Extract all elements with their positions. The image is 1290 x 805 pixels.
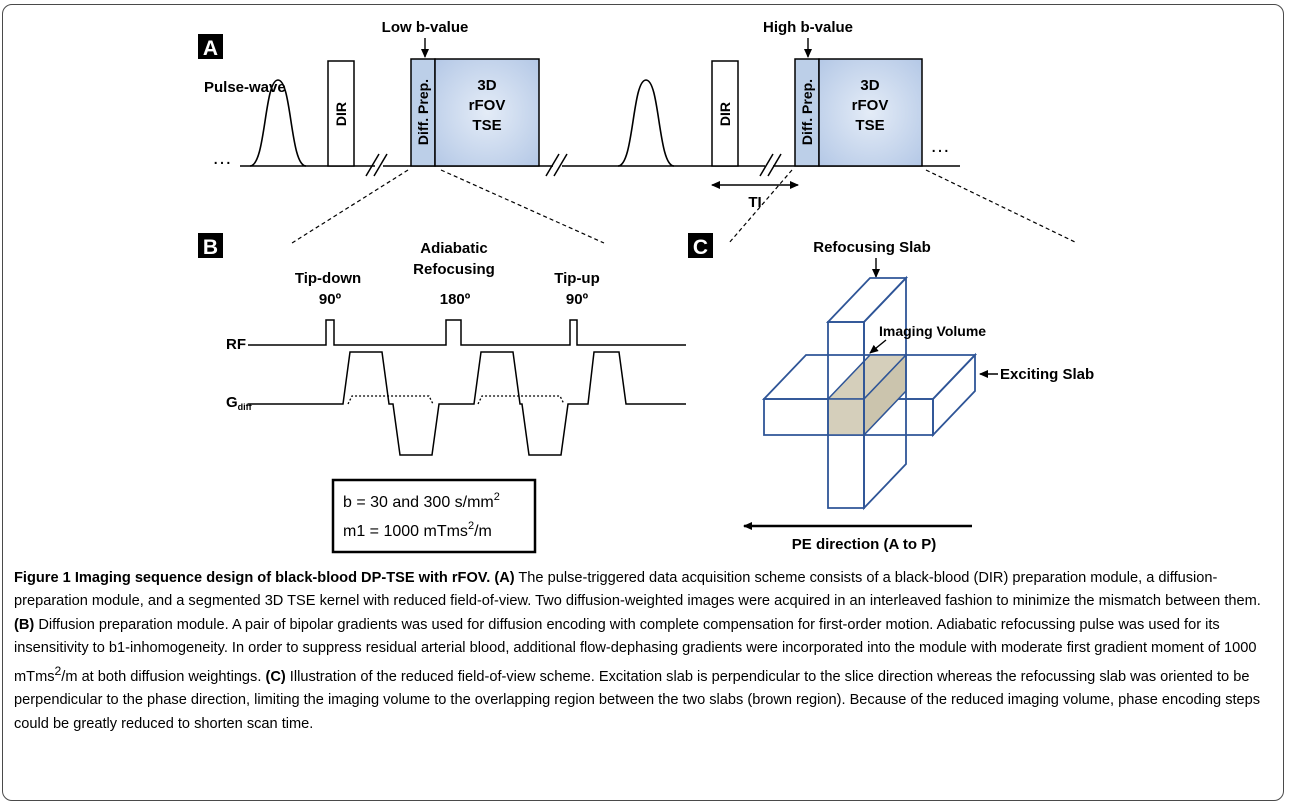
imaging-volume-arrow [869, 339, 887, 354]
tse-line1-high: 3D [860, 77, 879, 94]
ellipsis-left: … [212, 147, 232, 169]
panel-c: C Refocusing Slab Imaging Volume Excitin… [688, 233, 1094, 553]
caption-tag-b: (B) [14, 616, 35, 633]
diff-prep-box-low [410, 58, 436, 167]
g-diff-label: Gdiff [226, 394, 253, 412]
angle-tip-up: 90º [566, 291, 589, 308]
caption-title: Figure 1 Imaging sequence design of blac… [14, 570, 491, 586]
break-marker-1 [365, 153, 388, 177]
imaging-volume-overlap-front [827, 398, 865, 436]
caption-text-b2: /m at both diffusion weightings. [61, 669, 262, 686]
panel-a: A … … Pulse-wave DIR DIR Low b-value Di [198, 19, 1078, 244]
caption-tag-a: (A) [494, 570, 515, 586]
caption-tag-c: (C) [265, 669, 286, 686]
dir-label-left: DIR [333, 102, 349, 126]
zoom-line-c-right [925, 169, 1078, 244]
figure-diagram: A … … Pulse-wave DIR DIR Low b-value Di [198, 19, 1094, 554]
dir-box-right [711, 60, 739, 167]
diff-prep-label-low: Diff. Prep. [415, 79, 431, 145]
gradient-waveform [248, 351, 686, 456]
high-b-value-label: High b-value [763, 19, 853, 36]
diff-prep-label-high: Diff. Prep. [799, 79, 815, 145]
tse-line3-low: TSE [472, 117, 501, 134]
imaging-volume-label: Imaging Volume [879, 323, 986, 339]
panel-c-badge [688, 233, 713, 258]
dir-box-left [327, 60, 355, 167]
break-marker-3 [759, 153, 782, 177]
pulse-wave-label: Pulse-wave [204, 79, 286, 96]
flow-dephasing-dotted [347, 395, 565, 405]
exciting-slab-label: Exciting Slab [1000, 366, 1094, 383]
ellipsis-right: … [930, 135, 950, 157]
pulse-wave-right [617, 79, 675, 167]
zoom-line-c-left [728, 169, 793, 244]
tse-box-high [818, 58, 923, 167]
pulse-name-tip-up: Tip-up [554, 270, 600, 287]
diff-prep-box-high [794, 58, 820, 167]
formula-line-2: m1 = 1000 mTms2/m [343, 520, 492, 540]
dir-label-right: DIR [717, 102, 733, 126]
panel-a-badge [198, 34, 223, 59]
pulse-name-refocusing: Refocusing [413, 261, 495, 278]
caption-text-b1: Diffusion preparation module. A pair of … [14, 616, 1257, 686]
pe-direction-label: PE direction (A to P) [792, 536, 936, 553]
break-marker-2 [545, 153, 568, 177]
panel-b-badge [198, 233, 223, 258]
caption-sup-b: 2 [54, 664, 62, 679]
angle-refocusing: 180º [440, 291, 471, 308]
panel-a-label: A [203, 37, 218, 60]
rf-label: RF [226, 336, 246, 353]
refocusing-slab-label: Refocusing Slab [813, 239, 931, 256]
pulse-name-adiabatic: Adiabatic [420, 240, 488, 257]
figure-caption: Figure 1 Imaging sequence design of blac… [14, 567, 1276, 736]
zoom-line-b-left [291, 169, 409, 244]
tse-line2-low: rFOV [469, 97, 506, 114]
caption-text-a: The pulse-triggered data acquisition sch… [14, 570, 1261, 610]
pulse-name-tip-down: Tip-down [295, 270, 361, 287]
panel-c-label: C [693, 236, 708, 259]
pulse-wave-left [249, 79, 307, 167]
tse-line1-low: 3D [477, 77, 496, 94]
low-b-value-label: Low b-value [382, 19, 469, 36]
zoom-line-b-right [440, 169, 605, 244]
figure-frame [2, 4, 1284, 801]
caption-text-c: Illustration of the reduced field-of-vie… [14, 669, 1261, 732]
tse-line2-high: rFOV [852, 97, 889, 114]
formula-line-1: b = 30 and 300 s/mm2 [343, 491, 500, 511]
tse-box-low [434, 58, 540, 167]
tse-line3-high: TSE [855, 117, 884, 134]
formula-box [331, 478, 537, 554]
refocusing-slab [825, 275, 909, 511]
panel-b-label: B [203, 236, 218, 259]
panel-b: B Tip-down Adiabatic Refocusing Tip-up 9… [198, 233, 686, 554]
ti-label: TI [748, 194, 761, 211]
angle-tip-down: 90º [319, 291, 342, 308]
rf-waveform [248, 319, 686, 346]
